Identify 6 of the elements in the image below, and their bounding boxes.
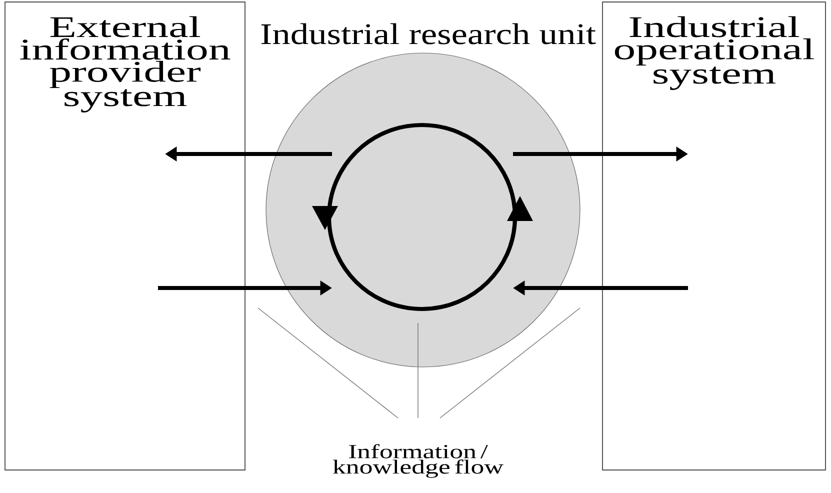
leader-line bbox=[440, 308, 580, 418]
system-box: External information provider system bbox=[4, 2, 246, 470]
flow-label: Information / knowledge flow bbox=[332, 444, 504, 478]
node-label: Industrial research unit bbox=[261, 23, 596, 44]
leader-line bbox=[258, 308, 398, 418]
system-box: Industrial operational system bbox=[602, 2, 826, 470]
